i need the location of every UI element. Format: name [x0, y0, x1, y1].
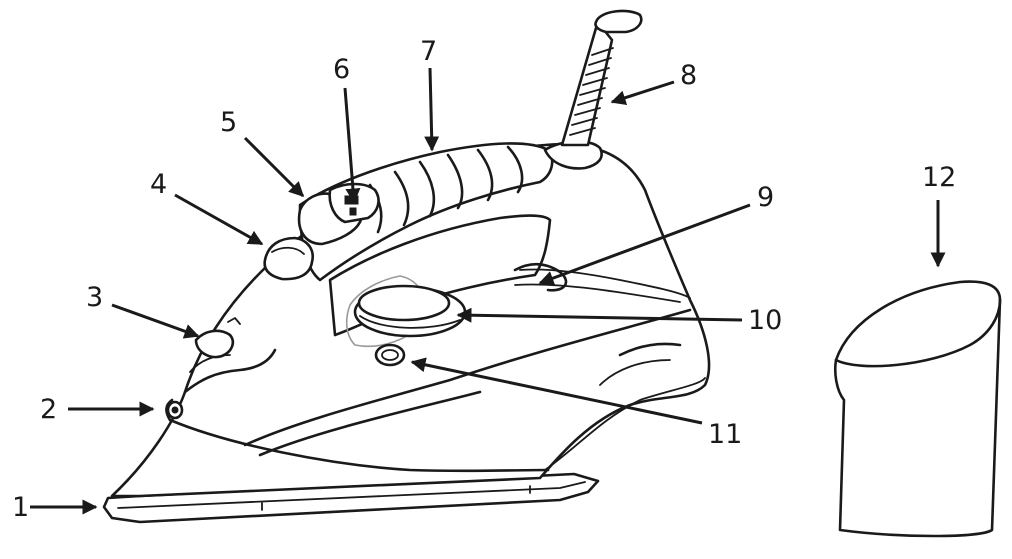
arrow-9	[538, 203, 751, 286]
arrow-10	[456, 307, 743, 323]
callout-3: 3	[86, 282, 103, 313]
arrow-6	[343, 87, 361, 204]
callout-arrows	[30, 67, 946, 515]
callout-4: 4	[150, 169, 167, 200]
handle	[298, 142, 554, 282]
callout-6: 6	[333, 54, 350, 85]
callout-5: 5	[220, 107, 237, 138]
callout-9: 9	[757, 182, 774, 213]
arrow-8	[610, 80, 675, 105]
callout-labels: 1 2 3 4 5 6 7 8 9 10 11 12	[12, 36, 956, 523]
callout-10: 10	[748, 305, 782, 336]
callout-7: 7	[420, 36, 437, 67]
anti-calc-button	[374, 343, 406, 367]
arrow-3	[111, 303, 200, 339]
steam-iron-illustration	[102, 9, 711, 524]
arrow-5	[243, 136, 305, 198]
callout-11: 11	[708, 419, 742, 450]
cord-guard	[543, 9, 643, 170]
steam-control-dial	[353, 284, 467, 338]
temperature-pilot-light	[513, 262, 568, 292]
spray-button	[263, 236, 314, 281]
arrow-11	[410, 357, 703, 425]
arrow-4	[174, 193, 264, 246]
arrow-7	[424, 67, 440, 152]
callout-8: 8	[680, 60, 697, 91]
callout-2: 2	[40, 394, 57, 425]
spray-nozzle	[194, 329, 235, 359]
callout-1: 1	[12, 492, 29, 523]
callout-12: 12	[922, 162, 956, 193]
measuring-cup	[833, 280, 1002, 538]
